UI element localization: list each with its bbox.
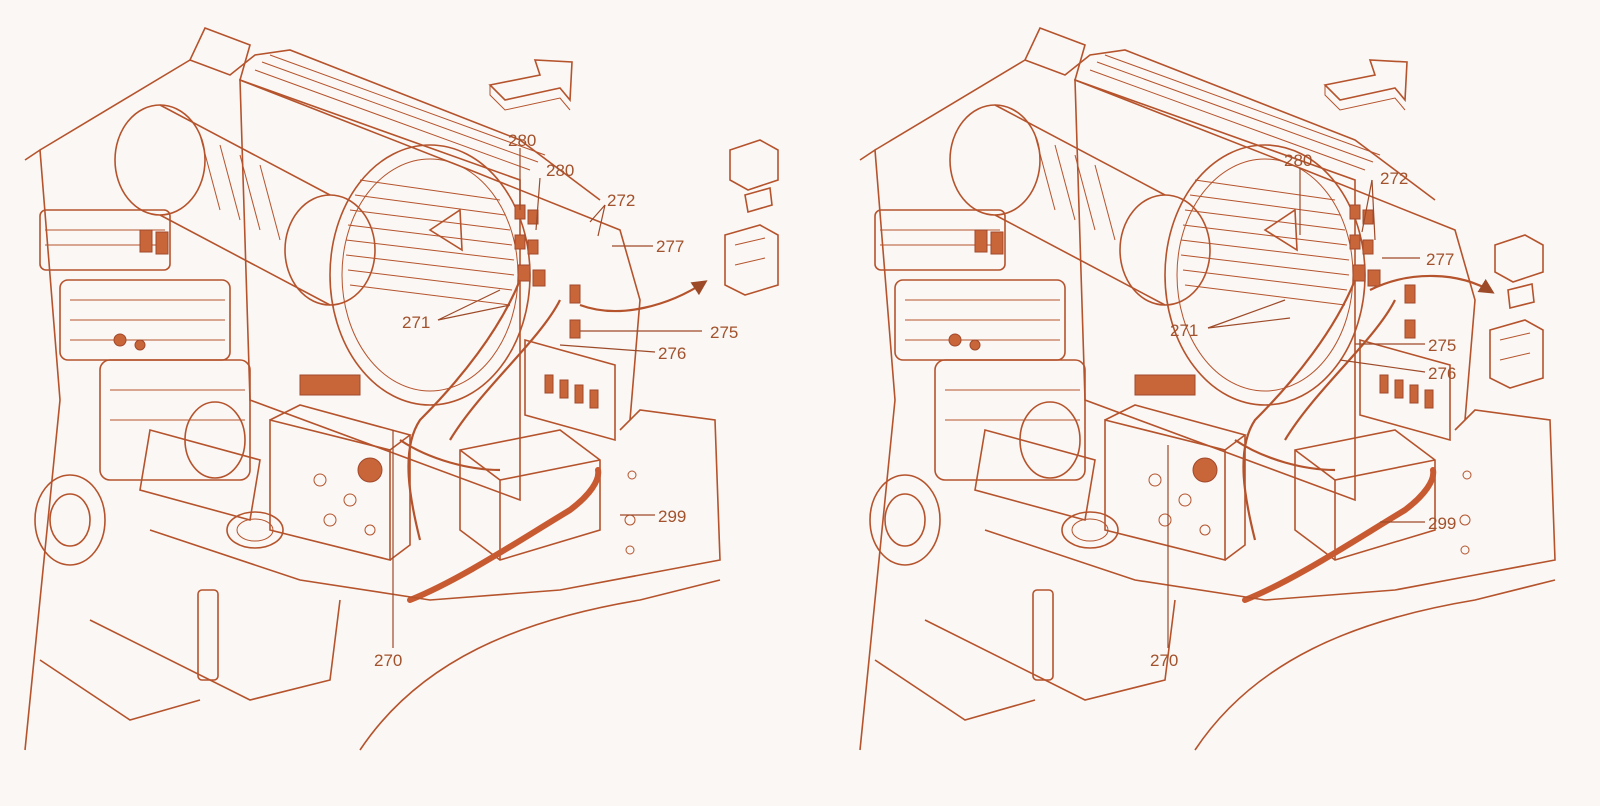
left-label-299: 299: [658, 507, 686, 526]
right-leader-lines: [1167, 168, 1426, 648]
right-label-277: 277: [1426, 250, 1454, 269]
left-label-275: 275: [710, 323, 738, 342]
left-relay-exploded: [724, 139, 779, 296]
right-label-271: 271: [1170, 321, 1198, 340]
right-label-270: 270: [1150, 651, 1178, 670]
left-label-270: 270: [374, 651, 402, 670]
right-label-275: 275: [1428, 336, 1456, 355]
left-label-271: 271: [402, 313, 430, 332]
left-label-277: 277: [656, 237, 684, 256]
right-relay-exploded: [1489, 234, 1544, 389]
right-label-272: 272: [1380, 169, 1408, 188]
right-label-299: 299: [1428, 514, 1456, 533]
left-label-272: 272: [607, 191, 635, 210]
right-label-280: 280: [1284, 151, 1312, 170]
left-leader-lines: [392, 148, 702, 648]
right-label-276: 276: [1428, 364, 1456, 383]
left-label-280b: 280: [546, 161, 574, 180]
left-label-280a: 280: [508, 131, 536, 150]
left-label-276: 276: [658, 344, 686, 363]
left-view-drawing: 280 280 272 277 271 275 276 299 270: [25, 28, 779, 750]
right-view-drawing: 280 272 277 271 275 276 299 270: [860, 28, 1555, 750]
